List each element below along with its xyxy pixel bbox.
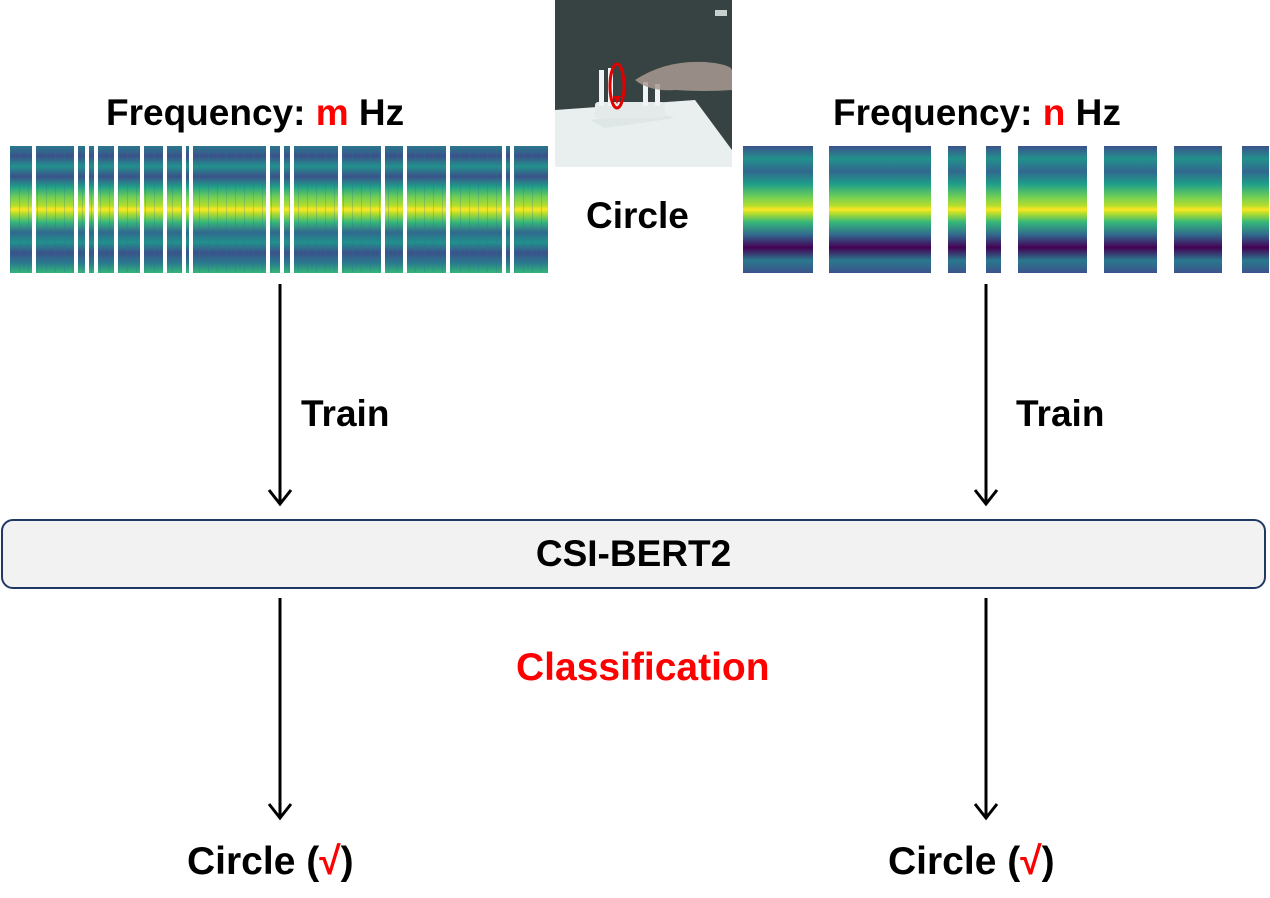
right-result-label: Circle (√) (888, 840, 1055, 884)
right-frequency-unit: Hz (1065, 92, 1121, 133)
right-classify-arrow (973, 598, 999, 821)
left-classify-arrow (267, 598, 293, 821)
gesture-photo (555, 0, 732, 167)
left-train-arrow (267, 284, 293, 507)
left-result-suffix: ) (340, 840, 354, 883)
left-train-label: Train (301, 393, 390, 434)
right-train-arrow (973, 284, 999, 507)
right-train-label: Train (1016, 393, 1105, 434)
right-csi-heatmap (743, 146, 1269, 273)
left-frequency-prefix: Frequency: (106, 92, 316, 133)
left-check-mark: √ (319, 840, 341, 883)
left-frequency-variable: m (315, 92, 349, 133)
right-csi-heatmap-graphic (743, 146, 1269, 273)
right-result-suffix: ) (1041, 840, 1055, 883)
right-result-prefix: Circle ( (888, 840, 1021, 883)
left-csi-heatmap-graphic (10, 146, 548, 273)
model-label: CSI-BERT2 (535, 533, 732, 574)
left-result-label: Circle (√) (187, 840, 354, 884)
right-check-mark: √ (1020, 840, 1042, 883)
left-csi-heatmap (10, 146, 548, 273)
task-label: Classification (516, 646, 770, 689)
left-frequency-unit: Hz (348, 92, 405, 133)
left-result-prefix: Circle ( (187, 840, 320, 883)
right-frequency-prefix: Frequency: (833, 92, 1043, 133)
gesture-label: Circle (586, 195, 689, 236)
left-frequency-label: Frequency: m Hz (106, 92, 404, 134)
model-box: CSI-BERT2 (1, 519, 1266, 589)
right-frequency-variable: n (1042, 92, 1066, 133)
gesture-photo-graphic (555, 0, 732, 167)
right-frequency-label: Frequency: n Hz (833, 92, 1121, 134)
